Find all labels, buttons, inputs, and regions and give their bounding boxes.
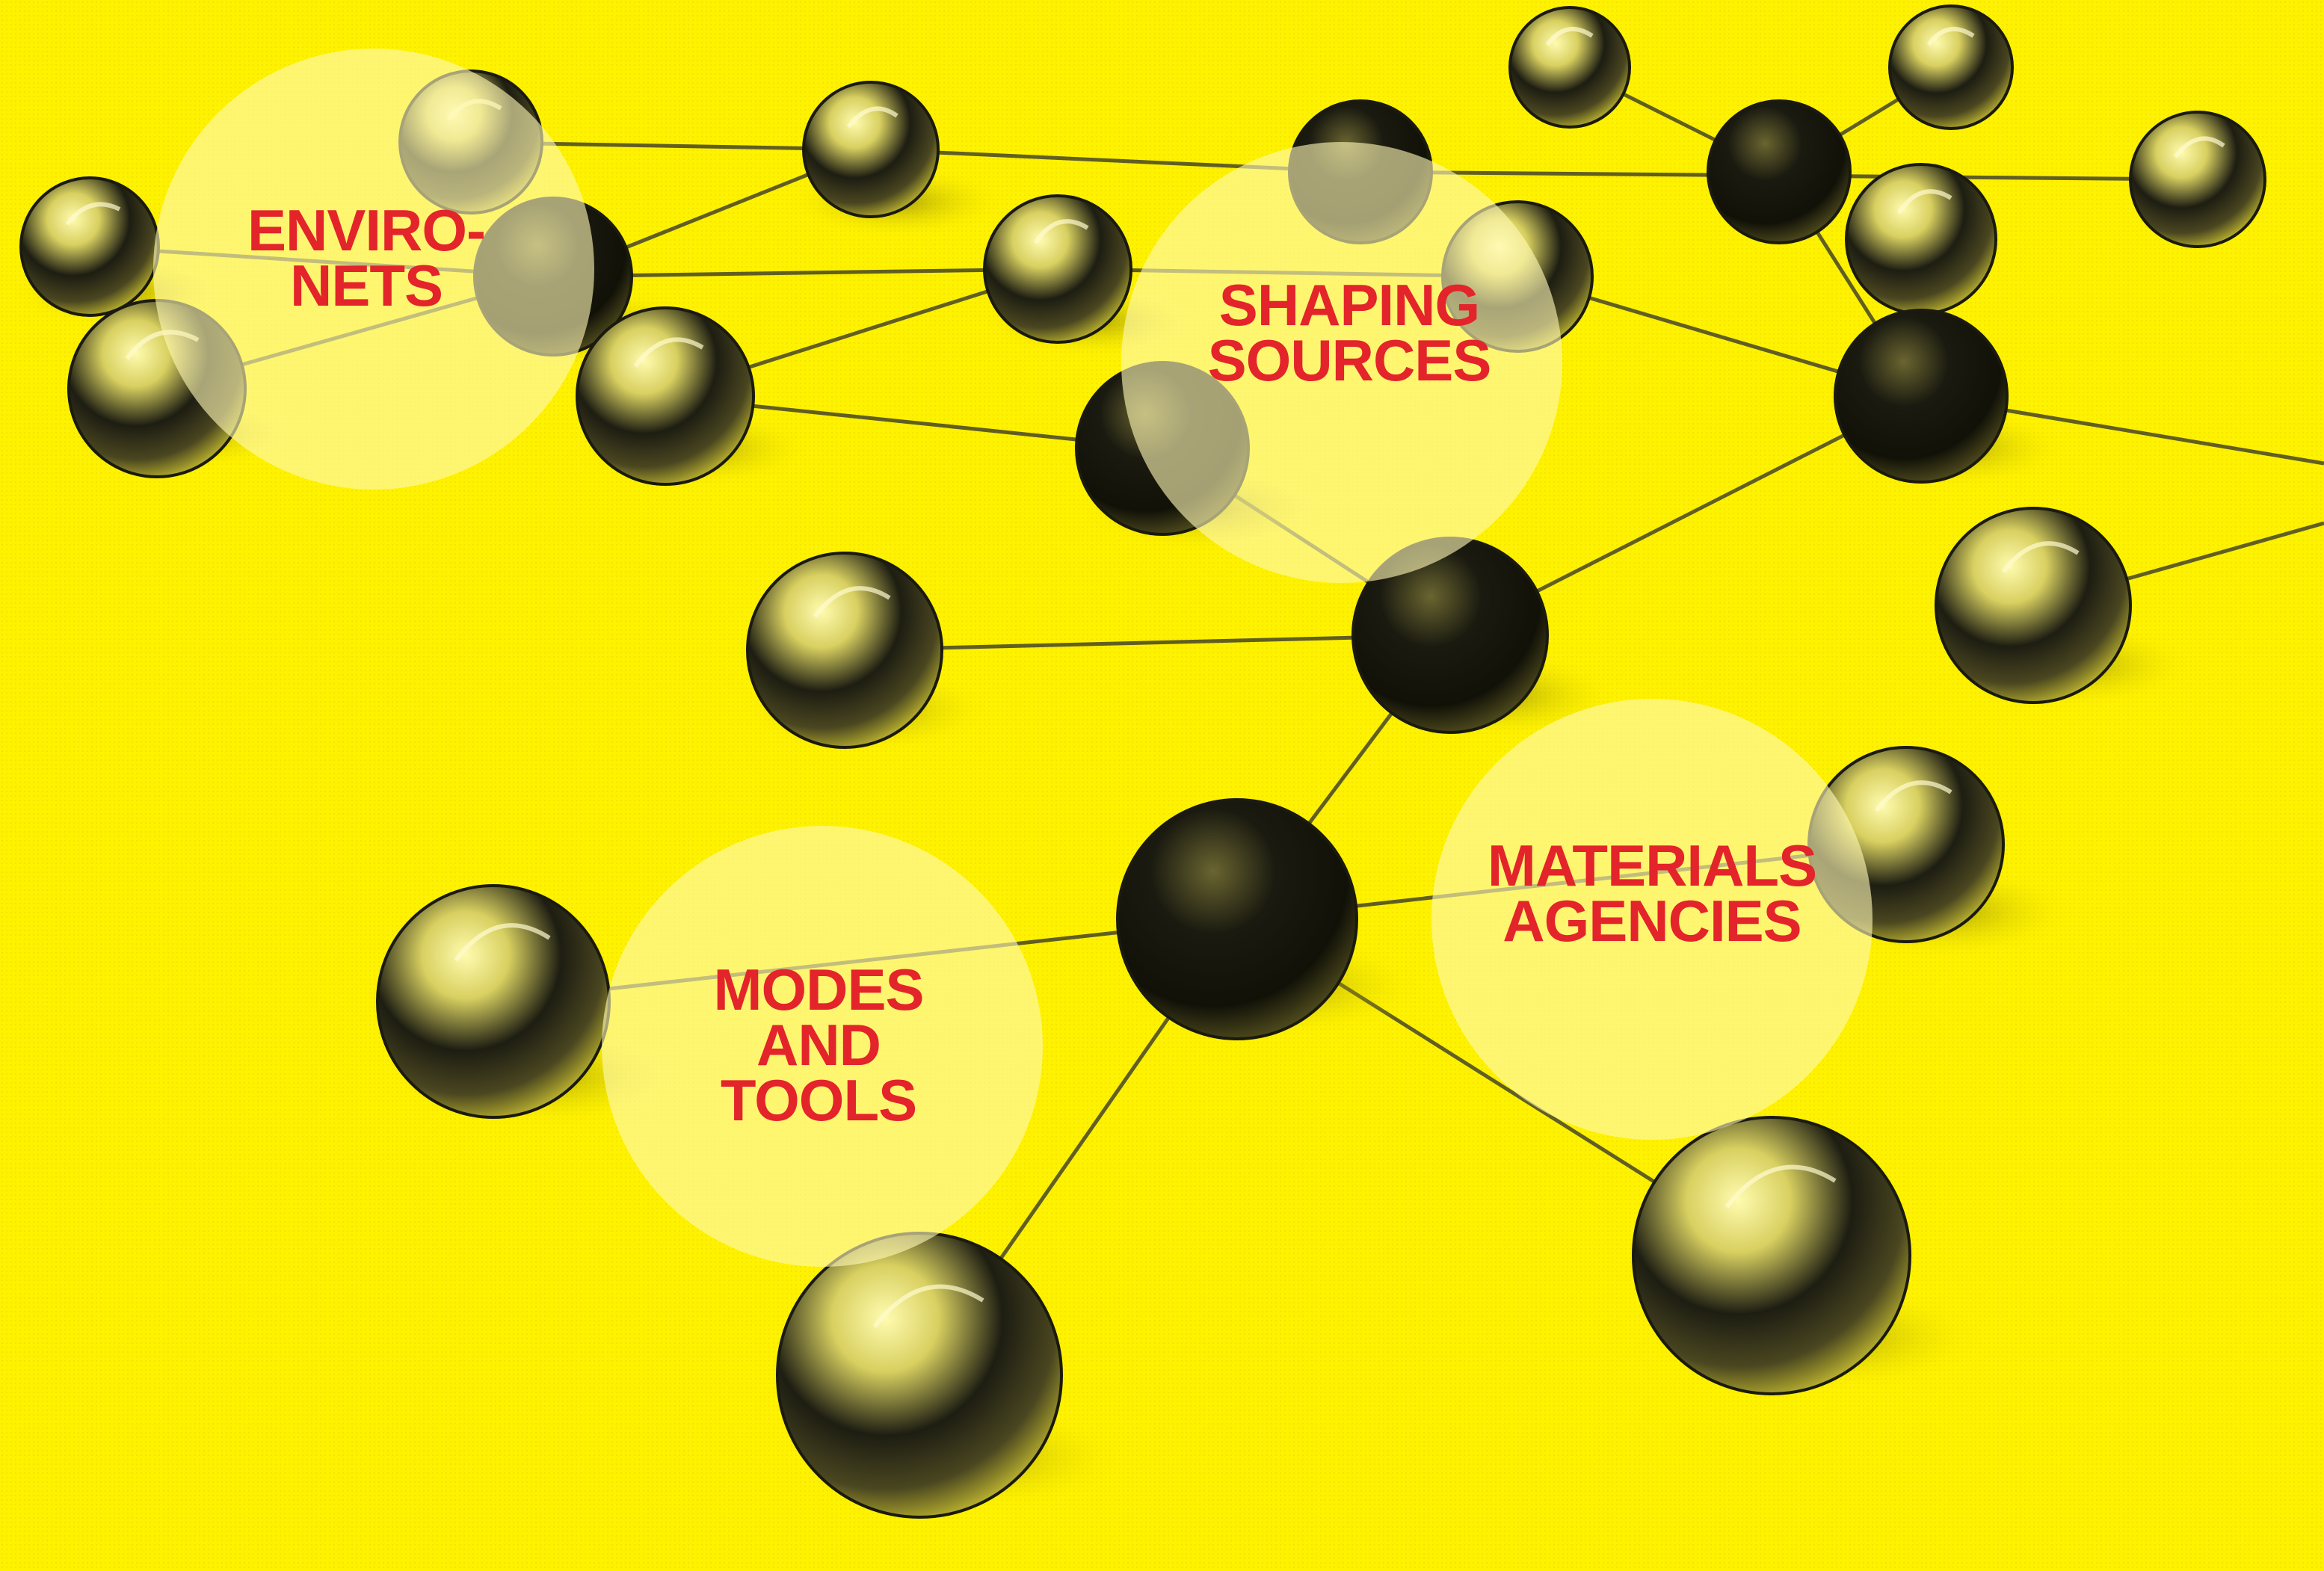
sphere xyxy=(1116,798,1358,1040)
highlight xyxy=(872,1284,984,1328)
highlight xyxy=(65,202,121,226)
sphere xyxy=(19,176,160,317)
bubble-shaping-sources: SHAPING SOURCES xyxy=(1121,142,1562,583)
label-environets: ENVIRO- NETS xyxy=(247,197,486,318)
highlight xyxy=(813,586,891,618)
sphere xyxy=(746,552,943,749)
sphere xyxy=(1632,1116,1911,1395)
highlight xyxy=(1874,780,1952,812)
sphere xyxy=(1845,163,1997,315)
sphere xyxy=(1834,309,2009,484)
sphere xyxy=(2129,111,2266,248)
bubble-environets: ENVIRO- NETS xyxy=(153,49,594,490)
connector xyxy=(844,633,1451,652)
sphere xyxy=(1707,99,1852,244)
highlight xyxy=(2173,136,2225,158)
highlight xyxy=(1724,1164,1837,1209)
sphere xyxy=(576,306,755,486)
highlight xyxy=(633,337,704,368)
sphere xyxy=(376,884,611,1119)
spheres xyxy=(19,4,2266,1519)
highlight xyxy=(2001,541,2080,573)
label-modes-and-tools: MODES AND TOOLS xyxy=(713,956,924,1133)
label-shaping-sources: SHAPING SOURCES xyxy=(1207,272,1492,393)
highlight xyxy=(846,106,899,129)
sphere xyxy=(802,81,940,218)
highlight xyxy=(1545,27,1594,46)
highlight xyxy=(1926,27,1975,46)
bubble-materials-agencies: MATERIALS AGENCIES xyxy=(1431,699,1873,1140)
highlight xyxy=(1033,219,1089,244)
label-materials-agencies: MATERIALS AGENCIES xyxy=(1487,833,1817,954)
sphere xyxy=(1935,507,2132,704)
sphere xyxy=(1888,4,2014,130)
connector xyxy=(552,267,1058,279)
sphere xyxy=(1508,6,1631,129)
highlight xyxy=(1896,189,1952,214)
sphere xyxy=(776,1232,1063,1519)
highlight xyxy=(454,923,551,962)
sphere xyxy=(983,194,1132,344)
bubble-modes-and-tools: MODES AND TOOLS xyxy=(602,826,1043,1267)
